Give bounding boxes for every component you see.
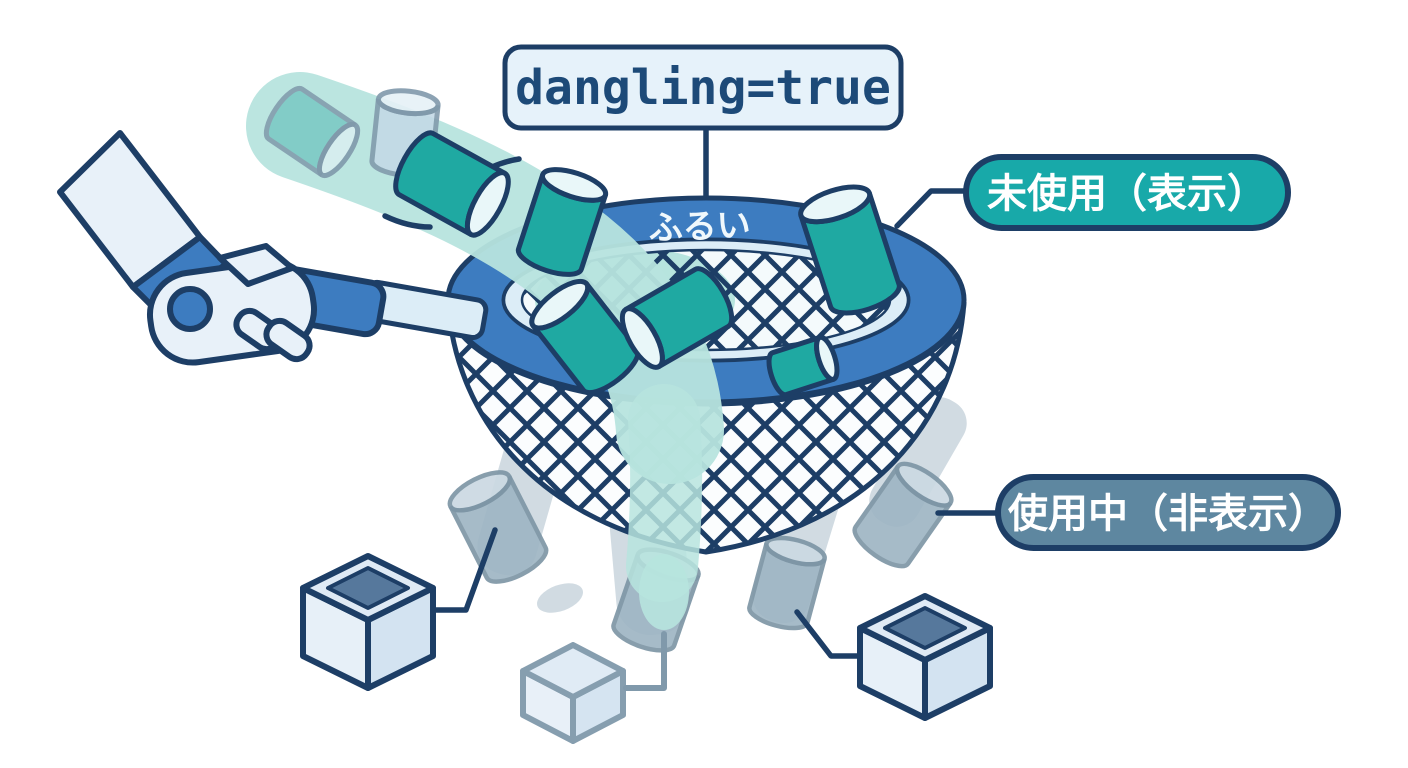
containers — [300, 553, 993, 744]
dangling-label-box — [502, 44, 904, 131]
cylinder-cap — [375, 88, 441, 117]
in-use-badge-pill — [995, 474, 1341, 551]
container-cube-middle-faded — [520, 642, 626, 744]
in-use-cylinder — [747, 535, 827, 631]
connector-middle-cube — [623, 631, 667, 691]
motion-stroke — [382, 213, 433, 230]
cylinder-cap — [539, 167, 609, 203]
wrist-joint — [167, 286, 213, 332]
thumb — [217, 243, 295, 287]
hand-arm — [57, 130, 489, 366]
in-use-cylinder — [447, 470, 549, 584]
connector-left-cube — [432, 527, 498, 613]
in-use-cylinder — [852, 461, 954, 569]
connector-unused-badge — [894, 188, 969, 229]
in-use-badge-text: 使用中（非表示） — [1008, 491, 1328, 537]
stream-drip — [639, 554, 689, 630]
cylinder-cap — [447, 470, 513, 513]
unused-cylinder — [515, 167, 609, 277]
cylinder-cap — [814, 334, 840, 382]
cylinder-cap — [894, 461, 954, 508]
unused-badge: 未使用（表示） — [963, 154, 1291, 231]
unused-cylinder — [619, 266, 735, 370]
cylinder-cap — [764, 535, 827, 567]
cube-opening — [326, 566, 410, 610]
container-cube-right — [857, 593, 993, 721]
dangling-cylinders — [263, 86, 902, 398]
cube-opening — [883, 606, 967, 650]
labels: dangling=true 未使用（表示） 使用中（非表示） — [502, 44, 1341, 551]
stream-splash — [537, 583, 583, 613]
faded-entry-cylinder — [263, 86, 361, 179]
finger — [263, 317, 313, 363]
cylinder-cap — [464, 170, 511, 238]
container-cube-left — [300, 553, 436, 691]
cylinder-cap — [316, 121, 361, 179]
container-connectors — [432, 527, 864, 691]
unused-cylinder — [393, 130, 511, 238]
cylinder-cap — [798, 184, 873, 225]
cylinder-cap — [529, 278, 591, 331]
stream-band-lower — [626, 384, 703, 602]
unused-cylinder — [529, 278, 641, 396]
unused-badge-text: 未使用（表示） — [987, 171, 1267, 217]
unused-cylinder-small — [766, 334, 840, 398]
dangling-label: dangling=true — [502, 44, 904, 131]
cube-top-face — [520, 642, 626, 700]
cylinder-cap — [619, 306, 665, 370]
dangling-label-text: dangling=true — [515, 60, 891, 116]
unused-cylinder — [798, 184, 902, 316]
unused-badge-pill — [963, 154, 1291, 231]
connector-right-cube — [794, 609, 864, 659]
in-use-badge: 使用中（非表示） — [995, 474, 1341, 551]
sieve-label: ふるい — [648, 205, 751, 249]
